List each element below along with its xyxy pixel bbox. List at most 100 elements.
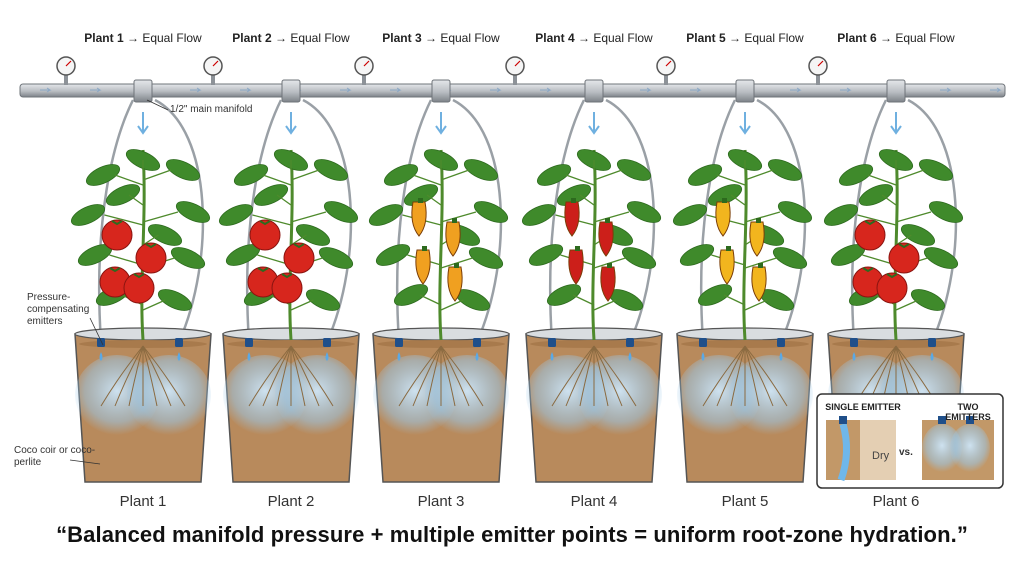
flow-arrow — [840, 87, 852, 93]
branch — [572, 294, 595, 306]
leaf — [70, 204, 106, 226]
branch — [412, 174, 442, 186]
branch — [593, 169, 623, 181]
branch — [252, 214, 292, 226]
leaf — [536, 164, 572, 186]
fruit-calyx — [293, 243, 305, 249]
plant-label-1: Plant 1 — [119, 493, 167, 510]
leaf — [313, 159, 349, 181]
leaf — [528, 244, 564, 266]
leaf — [323, 201, 359, 223]
leaf — [918, 159, 954, 181]
main-manifold-pipe — [19, 83, 1006, 98]
leader-line — [89, 317, 104, 346]
wetted-zone — [425, 355, 509, 435]
leaf — [679, 244, 715, 266]
substrate-annotation: Coco coir or coco-perlite — [14, 445, 96, 468]
water-drop-icon — [177, 352, 181, 361]
wetted-zone — [950, 424, 990, 472]
root — [276, 345, 292, 407]
root — [440, 345, 470, 407]
flow-arrow — [390, 87, 402, 93]
inset-single-water-channel — [837, 423, 850, 482]
root — [744, 345, 774, 407]
plant-label-5: Plant 5 — [721, 493, 769, 510]
flow-header-plant: Plant 2 — [232, 31, 272, 45]
tomato-fruit — [249, 219, 281, 251]
branch — [744, 299, 768, 311]
branch — [744, 169, 774, 181]
root — [702, 345, 746, 407]
pepper-fruit — [568, 249, 584, 285]
leaf — [165, 159, 201, 181]
root — [426, 345, 442, 407]
flow-header-flow: → Equal Flow — [127, 31, 202, 45]
water-drop-icon — [701, 352, 705, 361]
pepper-fruit — [715, 201, 731, 237]
leaf — [318, 247, 354, 269]
leaf — [157, 289, 193, 311]
pepper-fruit — [411, 201, 427, 237]
fruit-calyx — [422, 246, 427, 251]
leaf — [218, 204, 254, 226]
flow-header-plant: Plant 3 — [382, 31, 422, 45]
water-drop-icon — [930, 352, 934, 361]
leaf — [85, 164, 121, 186]
water-drop-icon — [247, 352, 251, 361]
pepper-fruit — [564, 201, 580, 237]
leaf — [295, 224, 331, 246]
leaf — [772, 247, 808, 269]
flow-arrow — [240, 87, 252, 93]
tomato-fruit — [135, 242, 167, 274]
flow-header-flow: → Equal Flow — [578, 31, 653, 45]
caption: “Balanced manifold pressure + multiple e… — [56, 522, 968, 547]
wetted-zone — [127, 355, 211, 435]
leaf — [468, 247, 504, 269]
branch — [867, 174, 897, 186]
leaf — [105, 184, 141, 206]
leaf — [767, 159, 803, 181]
fruit-calyx — [452, 218, 457, 223]
flow-arrow — [990, 87, 1002, 93]
pepper-fruit — [415, 249, 431, 285]
branch — [128, 194, 144, 206]
drop-flow-arrow — [435, 112, 447, 135]
flow-header-5: Plant 5 → Equal Flow — [665, 31, 825, 45]
branch — [419, 294, 442, 306]
drop-flow-arrow — [890, 112, 902, 135]
flow-header-6: Plant 6 → Equal Flow — [816, 31, 976, 45]
branch — [593, 299, 617, 311]
branch — [262, 174, 292, 186]
leaf — [463, 159, 499, 181]
flow-arrow — [490, 87, 502, 93]
wetted-zone — [729, 355, 813, 435]
root — [593, 345, 623, 407]
leaf — [923, 247, 959, 269]
leaf — [521, 204, 557, 226]
root — [551, 345, 595, 407]
fruit-calyx — [864, 220, 876, 226]
tomato-fruit — [271, 272, 303, 304]
leader-line — [146, 99, 169, 111]
flow-header-plant: Plant 4 — [535, 31, 575, 45]
water-drop-icon — [628, 352, 632, 361]
leaf — [838, 164, 874, 186]
leaf — [368, 204, 404, 226]
leaf — [621, 247, 657, 269]
fruit-calyx — [571, 198, 576, 203]
branch — [142, 234, 159, 246]
root — [142, 345, 158, 407]
leaf — [626, 201, 662, 223]
drop-flow-arrow — [137, 112, 149, 135]
water-drop-icon — [779, 352, 783, 361]
emitter-icon — [938, 416, 946, 424]
branch — [716, 174, 746, 186]
leaf — [375, 244, 411, 266]
water-drop-icon — [852, 352, 856, 361]
fruit-calyx — [111, 220, 123, 226]
emitter-icon — [548, 338, 556, 347]
manifold-tee — [431, 79, 451, 103]
fruit-calyx — [607, 263, 612, 268]
leaf — [175, 201, 211, 223]
